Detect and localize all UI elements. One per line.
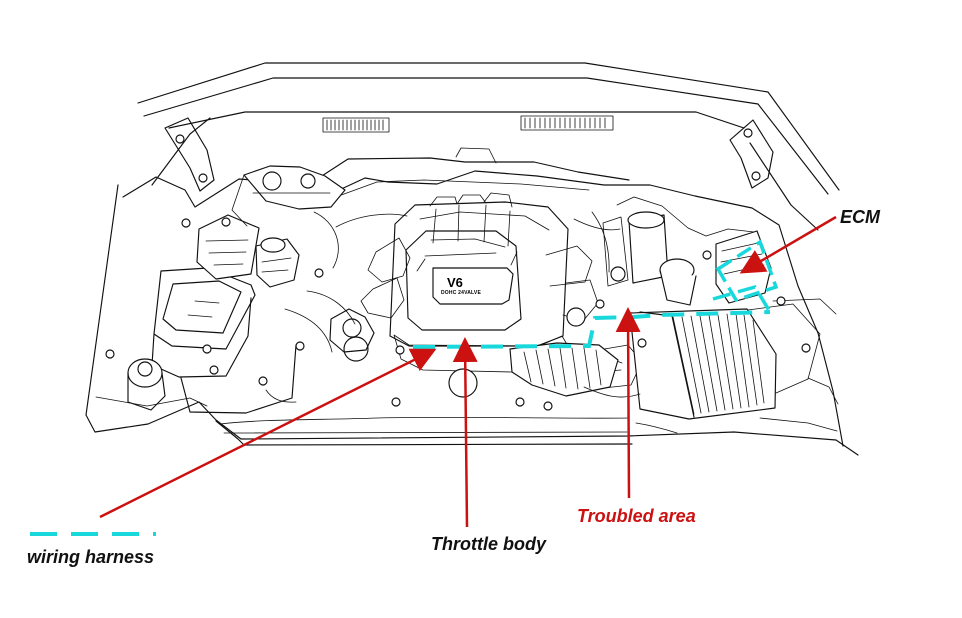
throttle-body-arrow (452, 337, 478, 528)
fastener-bolts (105, 218, 811, 411)
hoses-and-lines (219, 211, 839, 434)
wiring-harness-line (712, 284, 772, 313)
coolant-reservoir (127, 358, 166, 411)
hood-hinge-right (729, 119, 774, 189)
cowl-panel (455, 147, 497, 164)
intake-duct (509, 342, 619, 397)
troubled-area-label: Troubled area (577, 506, 696, 526)
brake-master-assembly (231, 165, 346, 227)
troubled-area-arrow (615, 307, 641, 499)
hood-vent-left (322, 117, 390, 133)
engine-bay-outline (122, 170, 844, 447)
air-filter-housing (629, 303, 821, 420)
engine-badge-sub-text: DOHC 24VALVE (441, 290, 482, 296)
engine-bay-outline (85, 184, 859, 456)
canister-assembly (602, 196, 755, 306)
hood-vent-right (520, 115, 614, 131)
cowl-panel (310, 179, 590, 207)
engine-bay-outline (95, 396, 208, 407)
hood-hinge-left (164, 117, 215, 192)
wiring-harness-path (30, 239, 779, 536)
ecm-label: ECM (840, 207, 880, 227)
radiator-support (215, 420, 633, 446)
washer-reservoir (255, 237, 300, 288)
engine-badge-outline (432, 267, 514, 305)
hood-outline (168, 111, 745, 129)
wiring-harness-label: wiring harness (27, 547, 155, 567)
hood-outline (137, 62, 840, 191)
hood-outline (749, 142, 819, 231)
battery-box (151, 267, 297, 414)
wiring-harness-arrow (99, 348, 437, 519)
wiring-harness-line (412, 310, 771, 349)
cowl-panel (290, 157, 630, 197)
throttle-body-label: Throttle body (431, 534, 546, 554)
engine-bay-line-art (85, 62, 859, 456)
engine-bay-outline (759, 417, 838, 432)
ecm-arrow (739, 215, 837, 274)
annotation-arrows (99, 215, 837, 528)
fuse-relay-box (196, 214, 260, 280)
hood-outline (143, 77, 829, 195)
hood-outline (151, 117, 211, 186)
engine-badge-main-text: V6 (447, 275, 463, 290)
radiator-support (223, 431, 628, 434)
